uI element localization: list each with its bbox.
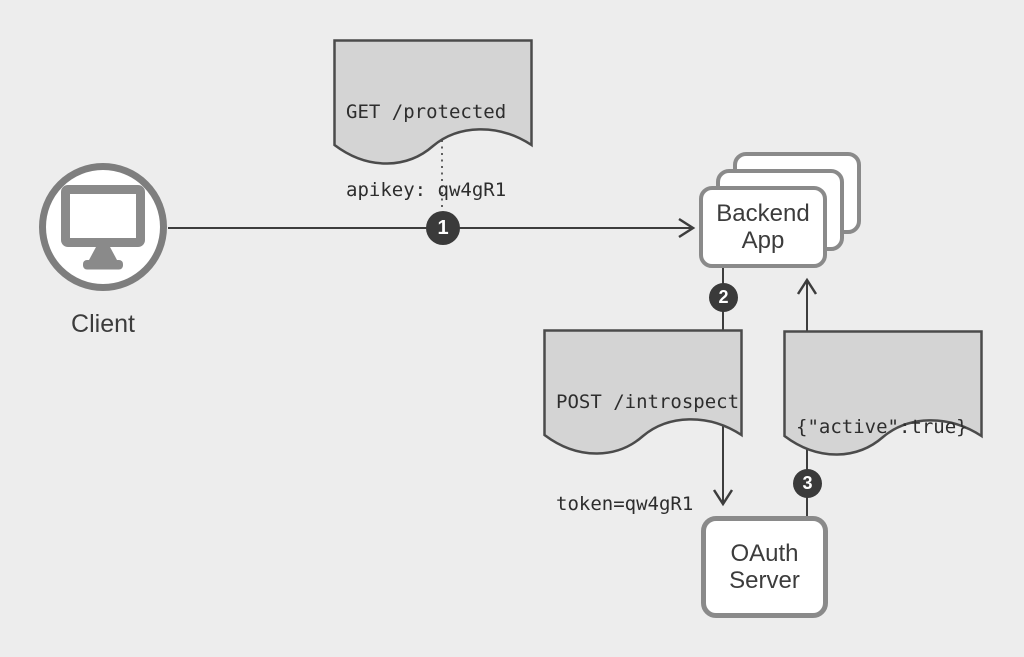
client-label: Client: [71, 310, 135, 338]
note-introspect-line2: token=qw4gR1: [556, 493, 694, 515]
arrowhead-up-icon: [796, 277, 818, 295]
document-shape-icon: [783, 330, 983, 456]
note-introspect: POST /introspect token=qw4gR1: [543, 329, 743, 515]
step-badge-2: 2: [709, 283, 738, 312]
note-introspect-text: POST /introspect token=qw4gR1: [556, 337, 739, 569]
backend-app-label: Backend App: [716, 200, 810, 254]
document-shape-icon: [333, 39, 533, 165]
note-request-line1: GET /protected: [346, 101, 507, 123]
node-oauth-server: OAuth Server: [701, 516, 828, 618]
arrowhead-right-icon: [678, 217, 696, 239]
step-badge-1-number: 1: [437, 216, 449, 239]
oauth-server-label: OAuth Server: [729, 540, 800, 594]
note-response: {"active":true}: [783, 330, 983, 470]
arrowhead-down-icon: [712, 489, 734, 507]
step-badge-2-number: 2: [718, 287, 729, 307]
note-response-line1: {"active":true}: [796, 416, 968, 438]
monitor-icon: [61, 184, 145, 269]
note-request-text: GET /protected apikey: qw4gR1: [346, 47, 506, 255]
note-response-text: {"active":true}: [796, 362, 968, 492]
note-introspect-line1: POST /introspect: [556, 391, 740, 413]
note-request-line2: apikey: qw4gR1: [346, 179, 507, 201]
note-request: GET /protected apikey: qw4gR1: [333, 39, 533, 201]
document-shape-icon: [543, 329, 743, 455]
node-backend-app: Backend App: [699, 186, 827, 268]
step-badge-3-number: 3: [802, 473, 813, 493]
step-badge-1: 1: [426, 211, 460, 245]
step-badge-3: 3: [793, 469, 822, 498]
node-client: [39, 163, 167, 291]
